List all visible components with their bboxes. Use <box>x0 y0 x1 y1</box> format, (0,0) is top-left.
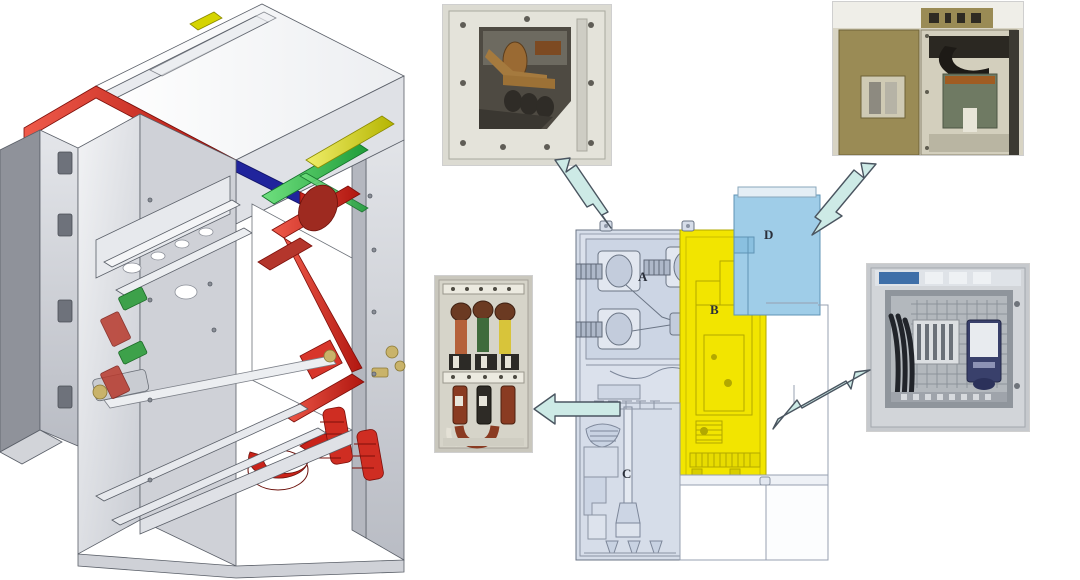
arrow-to-photo-top-right <box>811 162 877 236</box>
schematic-callout-panel: A B C D <box>430 0 1080 580</box>
label-A: A <box>638 269 648 284</box>
label-B: B <box>710 302 720 317</box>
cross-section-schematic: A B C D <box>570 185 870 575</box>
callout-arrow-layer <box>533 157 877 430</box>
photo-top-right <box>833 2 1023 155</box>
cad-render-panel <box>0 0 430 580</box>
label-C: C <box>622 466 632 481</box>
arrow-to-photo-top-left <box>554 157 612 229</box>
cad-svg <box>0 3 406 579</box>
photo-bottom-left <box>435 276 532 452</box>
arrow-to-photo-bottom-right <box>772 369 871 430</box>
arrow-to-photo-bottom-left <box>533 393 621 425</box>
label-D: D <box>764 227 774 242</box>
cad-geometry <box>0 3 406 579</box>
photo-bottom-right <box>867 264 1029 431</box>
photo-top-left <box>443 5 611 165</box>
